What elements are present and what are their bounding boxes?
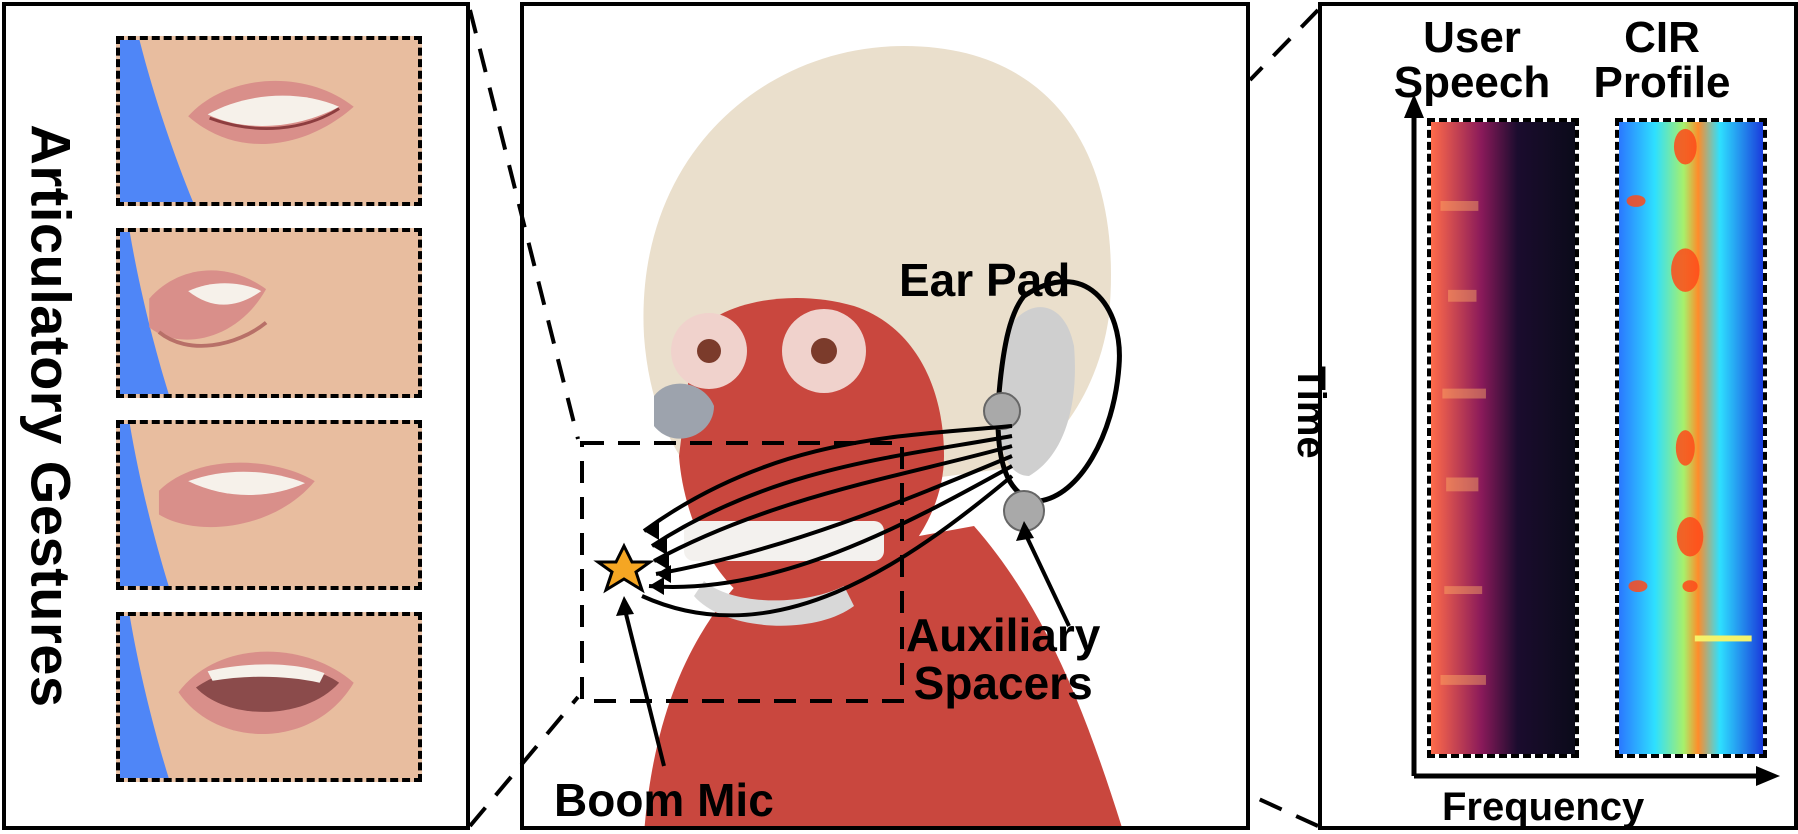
ear-pad-label: Ear Pad [899,254,1071,306]
articulatory-gestures-panel: Articulatory Gestures [2,2,470,830]
signal-profiles-panel: User Speech CIR Profile Time Frequency [1289,2,1798,830]
mouth-gesture-2 [116,228,422,398]
cir-profile-heatmap [1615,118,1767,758]
time-axis-label: Time [1289,366,1333,459]
auxiliary-spacers-label: Auxiliary Spacers [906,609,1101,710]
user-speech-spectrogram [1427,118,1579,758]
head-illustration-panel: Ear Pad Auxiliary Spacers Boom Mic [520,2,1250,830]
frequency-axis-label: Frequency [1442,785,1645,829]
user-speech-title: User Speech [1393,13,1551,107]
cir-profile-title: CIR Profile [1593,13,1731,107]
boom-mic-label: Boom Mic [554,774,774,826]
head-anatomy-illustration [580,46,1122,826]
mouth-gesture-4 [116,612,422,782]
mouth-gesture-3 [116,420,422,590]
mouth-gesture-1 [116,36,422,206]
articulatory-gestures-title-wrap: Articulatory Gestures [16,66,86,766]
time-frequency-axes [1404,94,1780,786]
articulatory-gestures-title: Articulatory Gestures [19,124,83,708]
